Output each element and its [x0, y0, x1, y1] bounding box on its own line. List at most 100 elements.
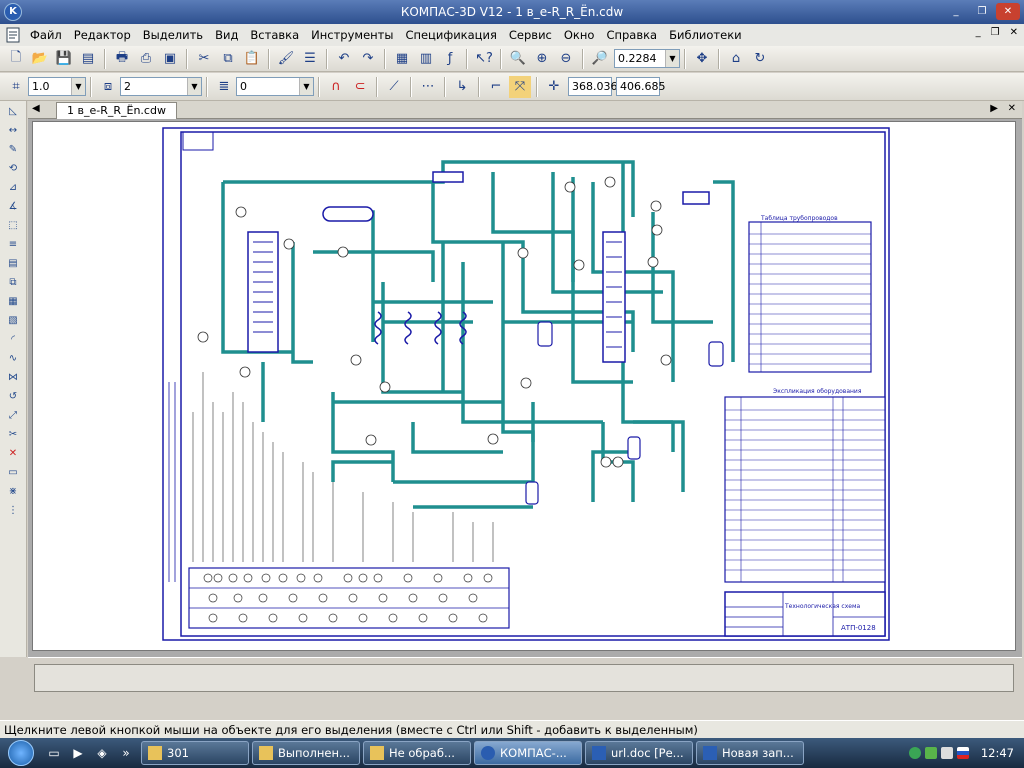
snap-settings-icon[interactable]: ⊂	[354, 79, 366, 94]
hatch-icon[interactable]: ▧	[8, 315, 18, 326]
cut-icon[interactable]: ✂	[198, 51, 210, 66]
copy-icon[interactable]: ⧉	[223, 51, 233, 66]
chevron-down-icon[interactable]: ▼	[71, 78, 85, 95]
properties-panel-body[interactable]	[34, 664, 1014, 692]
step-icon[interactable]: ⧈	[103, 79, 113, 94]
media-player-icon[interactable]: ▶	[73, 746, 83, 760]
tab-scroll-left-icon[interactable]: ◀	[32, 103, 40, 114]
ortho-icon[interactable]: ⟋	[389, 79, 399, 94]
restore-button[interactable]: ❐	[977, 6, 987, 17]
parametrize-icon[interactable]: ⊿	[8, 182, 18, 193]
menu-select[interactable]: Выделить	[142, 28, 204, 42]
paste-icon[interactable]: 📋	[243, 51, 261, 66]
round-icon[interactable]: ⤧	[509, 75, 531, 98]
manager-icon[interactable]: ▦	[395, 51, 409, 66]
redo-icon[interactable]: ↷	[362, 51, 374, 66]
doc-restore-button[interactable]: ❐	[990, 27, 1000, 38]
trim-icon[interactable]: ✂	[8, 429, 18, 440]
refresh-icon[interactable]: ↻	[754, 51, 766, 66]
mirror-icon[interactable]: ⋈	[8, 372, 18, 383]
menu-insert[interactable]: Вставка	[250, 28, 300, 42]
doc-minimize-button[interactable]: _	[975, 27, 981, 38]
scale-icon[interactable]: ⤢	[9, 410, 17, 421]
menu-libraries[interactable]: Библиотеки	[669, 28, 742, 42]
print-icon[interactable]: 🖶	[115, 49, 129, 65]
minimize-button[interactable]: _	[953, 6, 959, 17]
designations-icon[interactable]: ✎	[8, 144, 18, 155]
menu-view[interactable]: Вид	[215, 28, 239, 42]
tab-scroll-right-icon[interactable]: ▶	[990, 103, 998, 114]
coord-x-field[interactable]: 368.036	[568, 77, 618, 96]
menu-window[interactable]: Окно	[563, 28, 595, 42]
properties-icon[interactable]: ☰	[304, 51, 316, 66]
chevron-down-icon[interactable]: ▼	[665, 50, 679, 67]
quicklaunch-app-icon[interactable]: ◈	[97, 746, 107, 760]
spec-icon[interactable]: ≡	[8, 239, 18, 250]
show-desktop-icon[interactable]: ▭	[48, 746, 60, 760]
close-button[interactable]: ✕	[996, 3, 1020, 20]
task-word-new[interactable]: Новая зап...	[696, 741, 804, 765]
pan-icon[interactable]: ✥	[696, 51, 708, 66]
menu-help[interactable]: Справка	[606, 28, 658, 42]
zoom-combobox[interactable]: 0.2284 ▼	[614, 49, 680, 68]
insert-icon[interactable]: ⧉	[9, 277, 17, 288]
tray-language-icon[interactable]	[956, 747, 969, 759]
line-style-icon[interactable]: ⌗	[12, 79, 20, 94]
tray-app-icon[interactable]	[908, 747, 921, 759]
dimensions-icon[interactable]: ↔	[8, 125, 18, 136]
delete-icon[interactable]: ✕	[8, 448, 18, 459]
rotate-icon[interactable]: ↺	[8, 391, 18, 402]
open-folder-icon[interactable]: 📂	[31, 51, 49, 66]
task-word-url[interactable]: url.doc [Ре...	[585, 741, 693, 765]
zoom-out-icon[interactable]: ⊖	[560, 51, 572, 66]
task-folder-301[interactable]: 301	[141, 741, 249, 765]
format-painter-icon[interactable]: 🖌	[277, 51, 295, 66]
quicklaunch-more-icon[interactable]: »	[122, 746, 130, 760]
fragment-icon[interactable]: ▦	[8, 296, 18, 307]
tray-volume-icon[interactable]	[940, 747, 953, 759]
ortho-mode-icon[interactable]: ⌐	[490, 79, 502, 94]
preview-icon[interactable]: ▣	[163, 51, 177, 66]
array-icon[interactable]: ▭	[8, 467, 18, 478]
arc-icon[interactable]: ◜	[11, 334, 15, 345]
grid-icon[interactable]: ⋯	[421, 79, 435, 94]
save-icon[interactable]: 💾	[55, 51, 73, 66]
line-style-combobox[interactable]: 1.0 ▼	[28, 77, 86, 96]
zoom-in-icon[interactable]: ⊕	[536, 51, 548, 66]
curve-icon[interactable]: ∿	[8, 353, 18, 364]
task-folder-unprocessed[interactable]: Не обраб...	[363, 741, 471, 765]
variables-icon[interactable]: ▥	[419, 51, 433, 66]
save-all-icon[interactable]: ▤	[81, 51, 95, 66]
snap-magnet-icon[interactable]: ∩	[331, 79, 341, 94]
reports-icon[interactable]: ▤	[8, 258, 18, 269]
zoom-scale-icon[interactable]: 🔎	[591, 51, 609, 66]
rebuild-icon[interactable]: ⌂	[731, 51, 741, 66]
local-cs-icon[interactable]: ↳	[456, 79, 468, 94]
geometry-icon[interactable]: ◺	[9, 106, 17, 117]
menu-service[interactable]: Сервис	[508, 28, 552, 42]
function-icon[interactable]: ƒ	[447, 51, 453, 66]
kompas-app-icon[interactable]: K	[4, 3, 22, 21]
zoom-window-icon[interactable]: 🔍	[509, 51, 527, 66]
menu-file[interactable]: Файл	[30, 28, 62, 42]
tab-close-icon[interactable]: ✕	[1007, 103, 1016, 114]
task-folder-completed[interactable]: Выполнен...	[252, 741, 360, 765]
help-cursor-icon[interactable]: ↖?	[475, 51, 493, 66]
menu-tools[interactable]: Инструменты	[311, 28, 394, 42]
select-icon[interactable]: ⬚	[8, 220, 18, 231]
undo-icon[interactable]: ↶	[338, 51, 350, 66]
document-menu-icon[interactable]	[4, 26, 22, 44]
print-preview-icon[interactable]: ⎙	[140, 51, 152, 66]
layer-combobox[interactable]: 0 ▼	[236, 77, 314, 96]
start-button[interactable]	[0, 738, 42, 768]
clock[interactable]: 12:47	[980, 746, 1014, 760]
task-kompas[interactable]: КОМПАС-...	[474, 741, 582, 765]
more-tools-icon[interactable]: ⋮	[8, 505, 18, 516]
chevron-down-icon[interactable]: ▼	[299, 78, 313, 95]
document-tab[interactable]: 1 в_е-R_R_Ёn.cdw	[56, 102, 177, 119]
tray-network-icon[interactable]	[924, 747, 937, 759]
coord-y-field[interactable]: 406.685	[616, 77, 666, 96]
doc-close-button[interactable]: ✕	[1009, 27, 1018, 38]
edit-icon[interactable]: ⟲	[8, 163, 18, 174]
menu-specification[interactable]: Спецификация	[405, 28, 497, 42]
